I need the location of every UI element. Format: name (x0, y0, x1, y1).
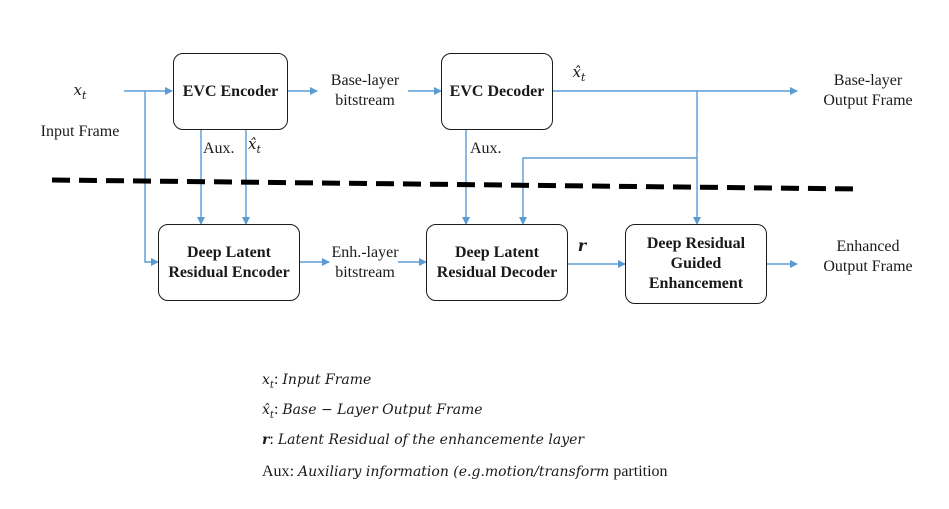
enhanced-output-label: Enhanced Output Frame (823, 238, 913, 275)
input-symbol-subscript: t (82, 89, 87, 103)
legend-symbol: x (262, 372, 270, 388)
guided-enhancement-box: Deep Residual Guided Enhancement (625, 224, 767, 304)
legend-text: Latent Residual of the enhancemente laye… (277, 432, 585, 448)
legend-text: Base − Layer Output Frame (282, 402, 483, 418)
encoder-aux-label: Aux. (203, 140, 235, 157)
decoder-xhat-subscript: t (581, 71, 586, 85)
guided-enhancement-label: Deep Residual Guided Enhancement (646, 235, 746, 292)
latent-residual-encoder-box: Deep Latent Residual Encoder (158, 224, 300, 301)
legend-separator: : (289, 463, 299, 480)
legend-separator: : (269, 431, 278, 448)
r-symbol: r (577, 236, 587, 255)
input-frame-text: Input Frame (40, 123, 120, 141)
legend-item-aux: Aux: Auxiliary information (e.g.motion/t… (262, 462, 668, 482)
legend-symbol: r (262, 432, 270, 448)
encoder-xhat-symbol: x̂ (248, 135, 257, 153)
legend-item-base-output: x̂t: Base − Layer Output Frame (262, 400, 483, 426)
legend-text: Input Frame (282, 372, 372, 388)
latent-residual-encoder-label: Deep Latent Residual Encoder (168, 243, 290, 281)
legend-item-input-frame: xt: Input Frame (262, 370, 371, 396)
legend-subscript: t (269, 410, 274, 422)
arrow-xhat-to-latent-decoder (519, 157, 697, 225)
base-layer-output-label: Base-layer Output Frame (823, 72, 913, 109)
input-frame-label: xt Input Frame (32, 60, 128, 162)
decoder-xhat-symbol: x̂ (572, 63, 582, 81)
base-layer-bitstream-label: Base-layer bitstream (330, 72, 400, 109)
r-label: r (572, 236, 592, 257)
legend-tail: partition (609, 463, 668, 480)
input-symbol: x (73, 81, 83, 99)
legend-item-latent-residual: r: Latent Residual of the enhancemente l… (262, 430, 584, 450)
latent-residual-decoder-box: Deep Latent Residual Decoder (426, 224, 568, 301)
legend-symbol: Aux (262, 463, 290, 480)
evc-encoder-label: EVC Encoder (182, 82, 279, 100)
legend-text: Auxiliary information (e.g.motion/transf… (298, 464, 610, 480)
evc-decoder-label: EVC Decoder (449, 82, 545, 100)
legend-subscript: t (269, 380, 274, 392)
enh-layer-bitstream-label: Enh.-layer bitstream (331, 244, 399, 281)
legend-separator: : (273, 371, 283, 388)
latent-residual-decoder-label: Deep Latent Residual Decoder (436, 243, 558, 281)
evc-encoder-box: EVC Encoder (173, 53, 288, 130)
arrow-input-to-latent-encoder (144, 91, 159, 266)
layer-separator-dashed-line (51, 177, 861, 192)
decoder-xhat-label: x̂t (566, 62, 592, 88)
legend-symbol: x̂ (262, 402, 270, 418)
decoder-aux-label: Aux. (470, 140, 502, 157)
legend-separator: : (273, 401, 283, 418)
encoder-xhat-label: x̂t (248, 134, 278, 160)
encoder-xhat-subscript: t (256, 143, 261, 157)
evc-decoder-box: EVC Decoder (441, 53, 553, 130)
